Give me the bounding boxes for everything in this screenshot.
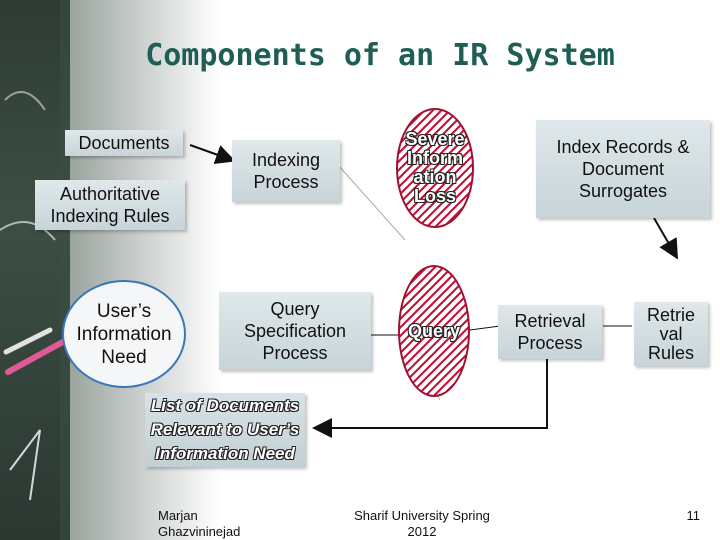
index-records-box: Index Records & Document Surrogates (536, 120, 710, 218)
arrow-documents-to-indexing (189, 144, 236, 165)
query-spec-box: Query Specification Process (219, 292, 371, 370)
result-list-box: List of Documents Relevant to User’s Inf… (145, 393, 305, 467)
indexing-process-box: Indexing Process (232, 140, 340, 202)
footer-page-number: 11 (686, 508, 701, 523)
retrieval-rules-box: Retrie val Rules (634, 302, 708, 366)
indexing-rules-box: Authoritative Indexing Rules (35, 180, 185, 230)
query-label: Query (407, 320, 461, 341)
query-oval: Query (398, 265, 470, 397)
result-list-label: List of Documents Relevant to User’s Inf… (150, 396, 300, 463)
arrow-retrieval-to-list (312, 358, 548, 438)
retrieval-process-box: Retrieval Process (498, 305, 602, 359)
footer-course: Sharif University Spring 2012 (354, 508, 490, 539)
slide-title: Components of an IR System (145, 38, 615, 73)
line-query-to-retrieval (469, 325, 501, 331)
chalk-decoration (0, 91, 73, 501)
documents-box: Documents (65, 130, 183, 156)
footer-author: Marjan Ghazvininejad (158, 508, 241, 539)
info-loss-label: Severe Inform ation Loss (405, 129, 465, 206)
info-loss-oval: Severe Inform ation Loss (396, 108, 474, 228)
query-hatch (398, 265, 470, 397)
arrow-index-to-rules (653, 217, 679, 260)
chalkboard-background (0, 0, 70, 540)
shadow-line-indexing (337, 164, 406, 241)
user-need-circle: User’s Information Need (62, 280, 186, 388)
info-loss-hatch (396, 108, 474, 228)
